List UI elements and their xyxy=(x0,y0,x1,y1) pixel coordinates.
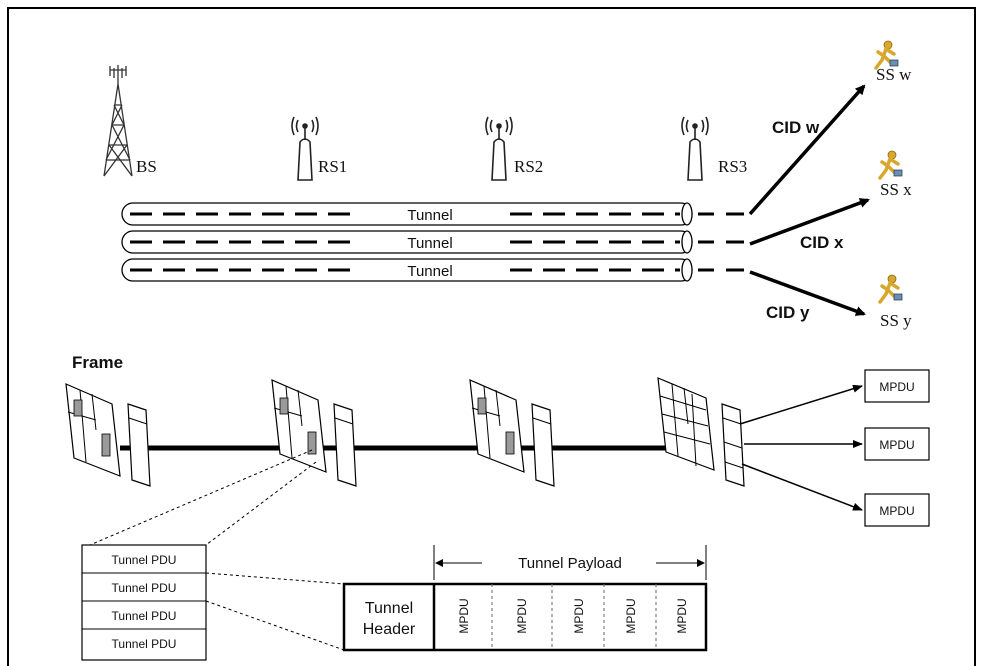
bs-label: BS xyxy=(136,157,157,176)
zoom-line-1 xyxy=(90,450,312,545)
rs3-label: RS3 xyxy=(718,157,747,176)
frame-block-rs3 xyxy=(658,378,744,486)
rs1-antenna-icon xyxy=(292,117,318,180)
rs1-label: RS1 xyxy=(318,157,347,176)
cid-w-label: CID w xyxy=(772,118,820,137)
ss-x-person-icon xyxy=(880,151,902,178)
rs2-label: RS2 xyxy=(514,157,543,176)
frame-block-bs xyxy=(66,384,150,486)
tunnel-2: Tunnel xyxy=(122,231,692,253)
tunnel-pdu-4: Tunnel PDU xyxy=(112,637,177,651)
rs3-antenna-icon xyxy=(682,117,708,180)
ss-w-label: SS w xyxy=(876,65,912,84)
tunnel-header-line-1: Tunnel xyxy=(365,600,413,617)
tunnel-pdu-1: Tunnel PDU xyxy=(112,553,177,567)
cid-w-arrow xyxy=(750,86,864,214)
payload-mpdu-5: MPDU xyxy=(675,598,689,633)
tunnel-3-label: Tunnel xyxy=(407,263,452,280)
base-station-tower-icon xyxy=(104,65,132,176)
tunnel-pdu-2: Tunnel PDU xyxy=(112,581,177,595)
ss-x-label: SS x xyxy=(880,180,912,199)
payload-mpdu-4: MPDU xyxy=(624,598,638,633)
mpdu-box-1: MPDU xyxy=(865,370,929,402)
mpdu-box-3: MPDU xyxy=(865,494,929,526)
pdu-zoom-line-1 xyxy=(206,573,344,584)
tunnel-payload-label: Tunnel Payload xyxy=(518,555,622,572)
tunnel-1-label: Tunnel xyxy=(407,207,452,224)
frame-block-rs2 xyxy=(470,380,554,486)
tunnel-2-label: Tunnel xyxy=(407,235,452,252)
mpdu-box-3-label: MPDU xyxy=(879,504,914,518)
tunnel-1: Tunnel xyxy=(122,203,692,225)
cid-x-label: CID x xyxy=(800,233,844,252)
tunnel-pdu-stack: Tunnel PDU Tunnel PDU Tunnel PDU Tunnel … xyxy=(82,545,206,660)
tunnel-packet: Tunnel Header MPDU MPDU MPDU MPDU MPDU xyxy=(344,584,706,650)
payload-mpdu-3: MPDU xyxy=(572,598,586,633)
rs2-antenna-icon xyxy=(486,117,512,180)
mpdu-box-2: MPDU xyxy=(865,428,929,460)
mpdu-box-2-label: MPDU xyxy=(879,438,914,452)
tunnel-exit-dashes xyxy=(698,214,744,270)
ss-y-label: SS y xyxy=(880,311,912,330)
cid-y-label: CID y xyxy=(766,303,810,322)
tunnel-3: Tunnel xyxy=(122,259,692,281)
payload-mpdu-2: MPDU xyxy=(515,598,529,633)
frame-block-rs1 xyxy=(272,380,356,486)
mpdu-arrow-1 xyxy=(740,386,862,424)
ss-y-person-icon xyxy=(880,275,902,302)
frame-label: Frame xyxy=(72,353,123,372)
tunnel-pdu-3: Tunnel PDU xyxy=(112,609,177,623)
tunnel-header-line-2: Header xyxy=(363,621,416,638)
payload-mpdu-1: MPDU xyxy=(457,598,471,633)
mpdu-box-1-label: MPDU xyxy=(879,380,914,394)
pdu-zoom-line-2 xyxy=(206,601,344,650)
ss-w-person-icon xyxy=(876,41,898,68)
zoom-line-2 xyxy=(206,462,316,545)
mpdu-arrow-3 xyxy=(742,464,862,510)
